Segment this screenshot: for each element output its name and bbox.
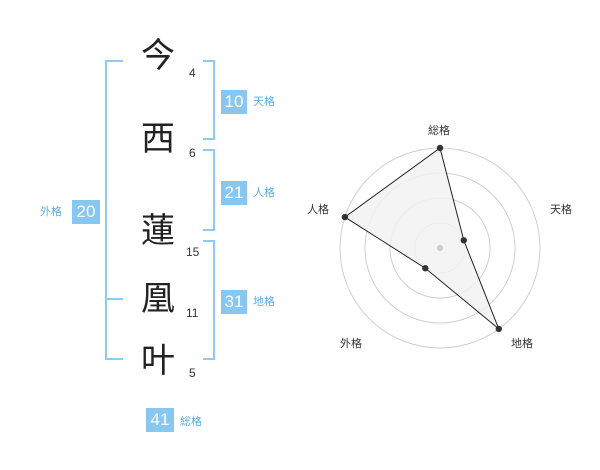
radar-axis-label-gaikaku: 外格 bbox=[340, 337, 362, 350]
radar-point-4 bbox=[422, 265, 429, 272]
radar-grid-ring bbox=[364, 172, 516, 324]
jinkaku-value: 21 bbox=[221, 181, 247, 205]
radar-axis-label-tenkaku: 天格 bbox=[550, 203, 572, 216]
name-char-4: 凰 bbox=[141, 279, 175, 319]
stroke-count-4: 11 bbox=[186, 306, 199, 320]
name-char-3: 蓮 bbox=[141, 211, 175, 251]
tenkaku-label: 天格 bbox=[253, 95, 275, 108]
radar-point-3 bbox=[495, 325, 502, 333]
radar-center-dot bbox=[437, 245, 443, 251]
gaikaku-value: 20 bbox=[72, 200, 100, 224]
stroke-count-5: 5 bbox=[189, 366, 196, 380]
soukaku-label: 総格 bbox=[180, 415, 202, 428]
radar-point-1 bbox=[436, 144, 444, 152]
radar-grid-ring bbox=[389, 197, 491, 299]
stroke-count-2: 6 bbox=[189, 146, 196, 160]
name-char-1: 今 bbox=[141, 36, 175, 76]
chikaku-label: 地格 bbox=[253, 295, 275, 308]
chikaku-bracket bbox=[203, 240, 215, 360]
tenkaku-value: 10 bbox=[221, 90, 247, 114]
soukaku-value: 41 bbox=[146, 408, 174, 432]
radar-axis-label-soukaku: 総格 bbox=[428, 124, 450, 137]
radar-grid-ring bbox=[339, 147, 541, 349]
radar-axis-label-jinkaku: 人格 bbox=[307, 203, 329, 216]
gaikaku-label: 外格 bbox=[40, 205, 62, 218]
radar-series-polygon bbox=[344, 147, 500, 330]
radar-point-2 bbox=[460, 237, 467, 244]
name-char-5: 叶 bbox=[141, 341, 175, 381]
radar-grid-ring bbox=[414, 222, 466, 274]
stroke-count-1: 4 bbox=[189, 66, 196, 80]
stroke-count-3: 15 bbox=[186, 245, 200, 259]
tenkaku-bracket bbox=[203, 60, 215, 140]
radar-axis-label-chikaku: 地格 bbox=[511, 337, 533, 350]
radar-point-5 bbox=[341, 213, 349, 221]
gaikaku-bracket bbox=[105, 60, 123, 360]
jinkaku-bracket bbox=[203, 149, 215, 231]
jinkaku-label: 人格 bbox=[253, 186, 275, 199]
chikaku-value: 31 bbox=[221, 290, 247, 314]
gaikaku-connector bbox=[105, 298, 123, 300]
name-char-2: 西 bbox=[141, 119, 175, 159]
